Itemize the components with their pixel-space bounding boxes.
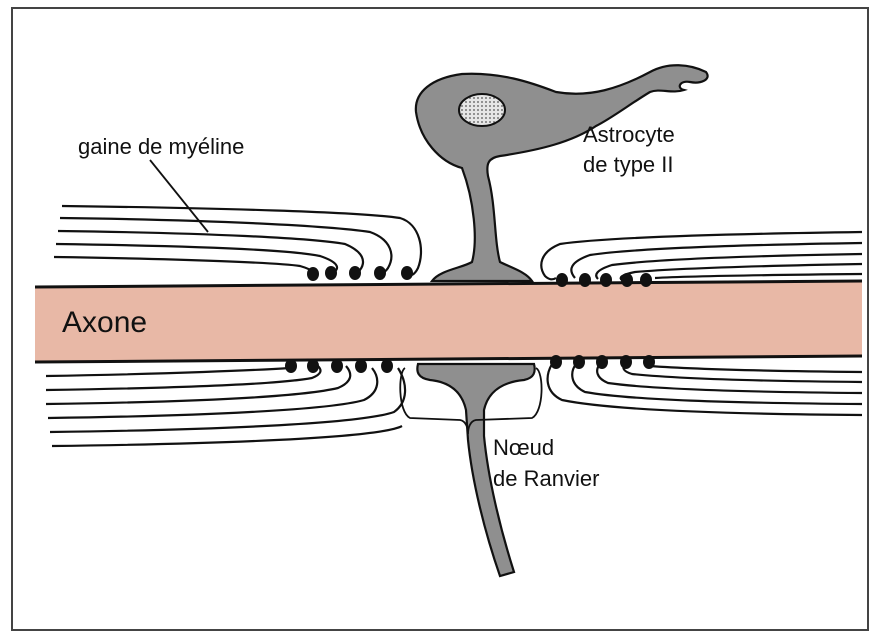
astrocyte-label-line1: Astrocyte [583,120,675,150]
astrocyte-label-line2: de type II [583,150,675,180]
myelin-sheath-lower-right [548,364,862,415]
axon-label: Axone [62,306,147,340]
astrocyte-nucleus [459,94,505,126]
myelin-sheath-upper-left [54,206,421,276]
node-label-line2: de Ranvier [493,463,599,494]
myelin-sheath-label: gaine de myéline [78,134,244,160]
node-of-ranvier-label: Nœud de Ranvier [493,432,599,494]
node-label-line1: Nœud [493,432,599,463]
astrocyte-label: Astrocyte de type II [583,120,675,180]
axon [35,281,862,362]
myelin-sheath-lower-left [46,366,405,446]
myelin-sheath-upper-right [541,232,862,280]
